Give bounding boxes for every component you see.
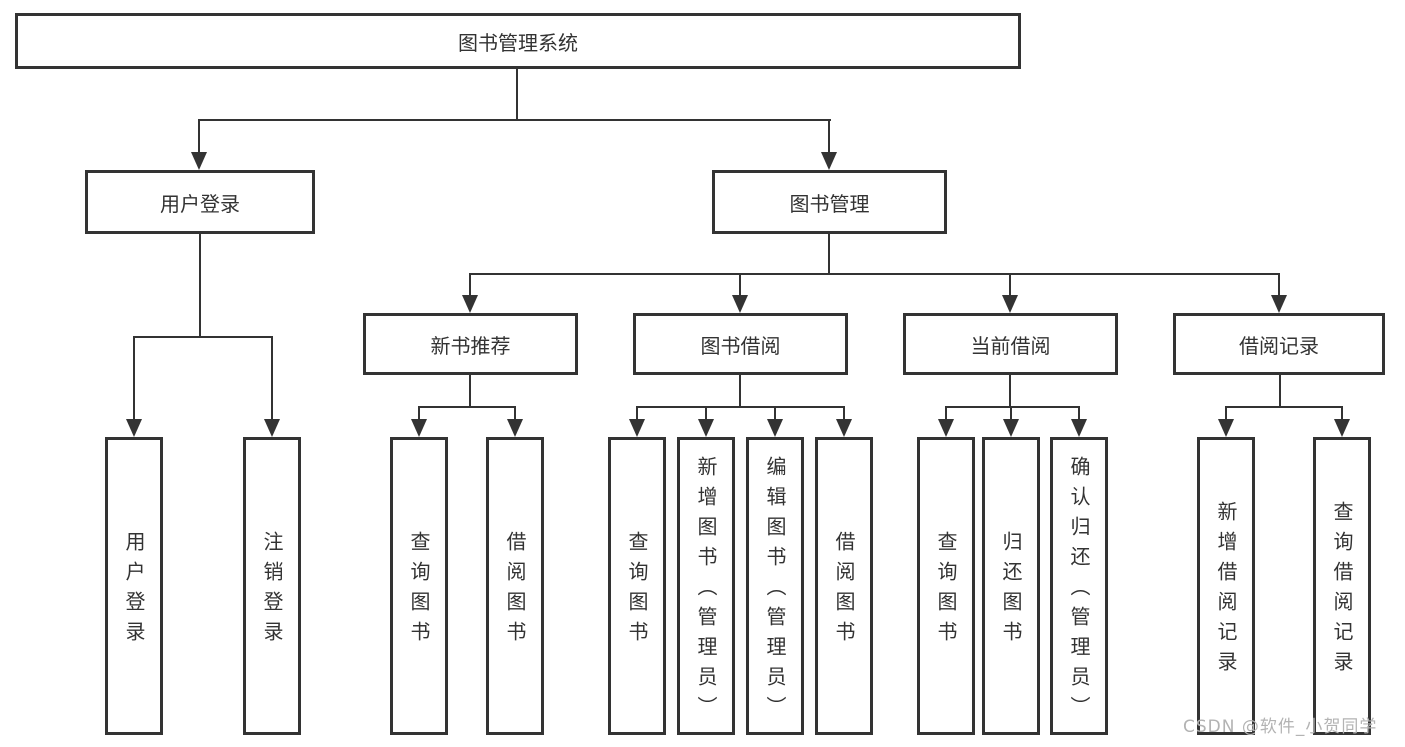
connector-leg (198, 119, 200, 155)
node-label: 用户登录 (160, 191, 240, 216)
connector-borrow-hbar (636, 406, 845, 408)
connector-newbook-stem (469, 375, 471, 406)
arrowhead-down (1218, 419, 1234, 437)
node-label: 新增图书（管理员） (694, 456, 718, 726)
node-label: 当前借阅 (970, 333, 1051, 358)
connector-leg (739, 273, 741, 296)
arrowhead-down (698, 419, 714, 437)
node-label: 图书管理 (789, 191, 870, 216)
node-query-books-current: 查询图书 (917, 437, 975, 735)
connector-leg (133, 336, 135, 419)
node-logout-leaf: 注销登录 (243, 437, 301, 735)
node-book-borrowing: 图书借阅 (633, 313, 848, 375)
node-label: 借阅图书 (503, 531, 527, 651)
node-query-books-borrow: 查询图书 (608, 437, 666, 735)
connector-leg (514, 406, 516, 419)
connector-leg (705, 406, 707, 419)
connector-leg (1225, 406, 1227, 419)
arrowhead-down (1271, 295, 1287, 313)
node-label: 查询图书 (407, 531, 431, 651)
connector-leg (1009, 273, 1011, 296)
arrowhead-down (411, 419, 427, 437)
arrowhead-down (264, 419, 280, 437)
node-confirm-return-admin: 确认归还（管理员） (1050, 437, 1108, 735)
node-return-book: 归还图书 (982, 437, 1040, 735)
arrowhead-down (507, 419, 523, 437)
arrowhead-down (767, 419, 783, 437)
arrowhead-down (1071, 419, 1087, 437)
arrowhead-down (191, 152, 207, 170)
connector-borrow-stem (739, 375, 741, 406)
arrowhead-down (126, 419, 142, 437)
connector-leg (828, 119, 830, 155)
connector-leg (271, 336, 273, 419)
node-label: 借阅图书 (832, 531, 856, 651)
arrowhead-down (732, 295, 748, 313)
node-label: 图书借阅 (700, 333, 781, 358)
node-library-management-system: 图书管理系统 (15, 13, 1021, 69)
connector-leg (1278, 273, 1280, 296)
node-label: 注销登录 (260, 531, 284, 651)
node-label: 查询借阅记录 (1330, 501, 1354, 681)
connector-leg (1010, 406, 1012, 419)
node-current-borrowing: 当前借阅 (903, 313, 1118, 375)
connector-leg (945, 406, 947, 419)
node-query-books-recommend: 查询图书 (390, 437, 448, 735)
node-label: 确认归还（管理员） (1067, 456, 1091, 726)
arrowhead-down (836, 419, 852, 437)
node-borrow-books-recommend: 借阅图书 (486, 437, 544, 735)
connector-userlogin-hbar (133, 336, 273, 338)
arrowhead-down (629, 419, 645, 437)
node-edit-book-admin: 编辑图书（管理员） (746, 437, 804, 735)
node-label: 查询图书 (934, 531, 958, 651)
node-add-borrow-record: 新增借阅记录 (1197, 437, 1255, 735)
connector-root-stem (516, 68, 518, 119)
connector-records-hbar (1225, 406, 1343, 408)
connector-leg (1078, 406, 1080, 419)
node-book-management: 图书管理 (712, 170, 947, 234)
connector-bookmgmt-hbar (469, 273, 1280, 275)
connector-userlogin-stem (199, 234, 201, 336)
arrowhead-down (462, 295, 478, 313)
connector-leg (469, 273, 471, 296)
node-label: 图书管理系统 (458, 30, 578, 55)
node-label: 借阅记录 (1239, 333, 1319, 358)
connector-leg (418, 406, 420, 419)
arrowhead-down (1002, 295, 1018, 313)
node-label: 归还图书 (999, 531, 1023, 651)
arrowhead-down (821, 152, 837, 170)
arrowhead-down (1003, 419, 1019, 437)
connector-records-stem (1279, 375, 1281, 406)
node-label: 用户登录 (122, 531, 146, 651)
node-user-login: 用户登录 (85, 170, 315, 234)
connector-current-stem (1009, 375, 1011, 406)
connector-current-hbar (945, 406, 1080, 408)
connector-newbook-hbar (418, 406, 516, 408)
arrowhead-down (1334, 419, 1350, 437)
connector-bookmgmt-stem (828, 234, 830, 273)
arrowhead-down (938, 419, 954, 437)
connector-leg (636, 406, 638, 419)
node-label: 新书推荐 (430, 333, 511, 358)
node-borrowing-records: 借阅记录 (1173, 313, 1385, 375)
watermark: CSDN @软件_小贺同学 (1183, 717, 1378, 737)
connector-leg (843, 406, 845, 419)
node-label: 编辑图书（管理员） (763, 456, 787, 726)
node-label: 新增借阅记录 (1214, 501, 1238, 681)
connector-root-hbar (198, 119, 831, 121)
node-label: 查询图书 (625, 531, 649, 651)
connector-leg (1341, 406, 1343, 419)
node-borrow-books-leaf: 借阅图书 (815, 437, 873, 735)
node-add-book-admin: 新增图书（管理员） (677, 437, 735, 735)
connector-leg (774, 406, 776, 419)
node-new-book-recommendation: 新书推荐 (363, 313, 578, 375)
node-query-borrow-record: 查询借阅记录 (1313, 437, 1371, 735)
node-user-login-leaf: 用户登录 (105, 437, 163, 735)
